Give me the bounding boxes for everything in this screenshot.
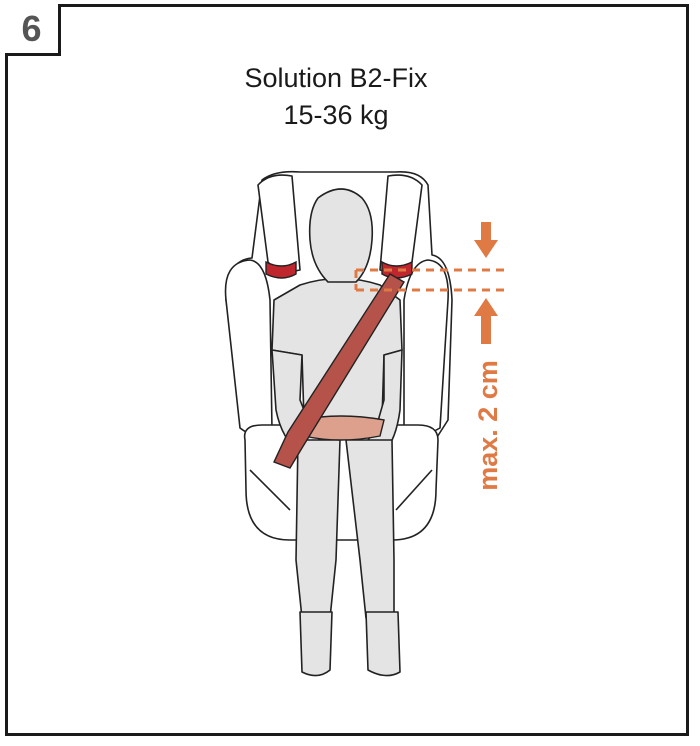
arrow-down-icon: [474, 222, 498, 258]
arrow-up-icon: [474, 298, 498, 344]
lap-belt: [299, 415, 385, 441]
step-badge: 6: [5, 4, 61, 56]
model-title: Solution B2-Fix: [244, 63, 428, 93]
child-right-foot: [365, 611, 401, 677]
child-head: [308, 188, 374, 283]
child-left-foot: [299, 611, 333, 677]
step-number: 6: [21, 7, 42, 49]
height-indicator-lines: [354, 268, 505, 292]
child-left-leg: [295, 439, 341, 619]
measurement-label: max. 2 cm: [472, 359, 503, 491]
seat-left-wing: [224, 259, 273, 436]
shoulder-belt: [273, 273, 405, 469]
weight-range: 15-36 kg: [283, 100, 389, 130]
seat-base: [243, 424, 439, 541]
measurement-label-wrap: max. 2 cm: [470, 350, 506, 500]
seat-right-wing: [403, 259, 449, 436]
figure-frame: [5, 4, 689, 736]
